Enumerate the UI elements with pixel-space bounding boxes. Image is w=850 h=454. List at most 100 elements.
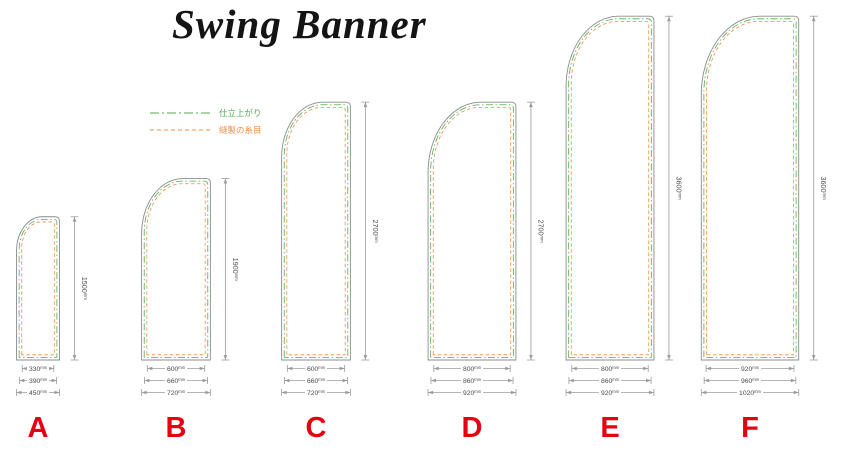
width-dimension-label-value: 390	[29, 378, 41, 385]
banner-outline	[700, 15, 800, 361]
dimension-label-bg	[599, 364, 621, 373]
arrow-right-icon	[205, 390, 211, 395]
width-dimension-label: 800mm	[601, 365, 620, 373]
arrow-right-icon	[54, 390, 60, 395]
arrow-right-icon	[48, 366, 54, 371]
width-dimension-label-unit: mm	[752, 377, 759, 382]
width-dimension-label-unit: mm	[474, 365, 481, 370]
stitch-line	[286, 106, 346, 356]
height-dimension-label: 1900mm	[231, 258, 240, 282]
height-dimension-label-value: 2700	[536, 219, 545, 235]
arrow-down-icon	[363, 355, 368, 360]
arrow-right-icon	[345, 390, 351, 395]
dimension-label-bg	[27, 388, 49, 397]
width-dimension-label: 920mm	[741, 365, 760, 373]
width-dimension-label-value: 330	[29, 366, 41, 373]
width-dimension-label-value: 860	[463, 378, 475, 385]
dimension-label-bg	[27, 364, 49, 373]
dimension-label-bg	[599, 388, 621, 397]
finished-size-line	[703, 18, 797, 358]
stitch-line	[570, 21, 650, 356]
arrow-left-icon	[704, 378, 710, 383]
arrow-down-icon	[811, 355, 816, 360]
height-dimension-label-value: 2700	[371, 219, 380, 235]
width-dimension-label-value: 720	[167, 390, 179, 397]
dimension-label-bg	[737, 388, 763, 397]
width-dimension-label: 600mm	[307, 365, 326, 373]
width-dimension-label: 960mm	[741, 377, 760, 385]
stitch-line	[21, 221, 55, 356]
width-dimension-label-unit: mm	[178, 365, 185, 370]
arrow-up-icon	[72, 216, 77, 222]
arrow-up-icon	[811, 16, 816, 22]
width-dimension-label: 860mm	[463, 377, 482, 385]
dimension-label-bg	[461, 376, 483, 385]
width-dimension-row-1: 330mm	[21, 364, 55, 373]
legend-row-2: 縫製の糸目	[150, 125, 262, 135]
arrow-up-icon	[667, 16, 671, 22]
arrow-left-icon	[701, 390, 707, 395]
finished-size-line	[568, 18, 652, 358]
height-dimension-label: 2700mm	[536, 219, 545, 243]
arrow-left-icon	[706, 366, 712, 371]
width-dimension-label-value: 920	[463, 390, 475, 397]
banner-outline	[427, 101, 517, 361]
arrow-left-icon	[22, 366, 28, 371]
arrow-right-icon	[51, 378, 57, 383]
width-dimension-label: 720mm	[167, 389, 186, 397]
dimension-label-bg	[305, 364, 327, 373]
finished-size-line	[430, 104, 514, 358]
height-dimension-label-value: 3600	[819, 177, 828, 193]
width-dimension-row-2: 660mm	[284, 376, 348, 385]
width-dimension-label-unit: mm	[40, 377, 47, 382]
arrow-up-icon	[363, 102, 368, 108]
width-dimension-row-3: 920mm	[565, 388, 655, 397]
dimension-label-bg	[305, 376, 327, 385]
width-dimension-label-unit: mm	[474, 389, 481, 394]
width-dimension-label: 660mm	[307, 377, 326, 385]
width-dimension-row-1: 600mm	[286, 364, 346, 373]
width-dimension-row-1: 920mm	[705, 364, 795, 373]
stitch-line	[706, 21, 794, 356]
legend-label: 縫製の糸目	[219, 125, 262, 135]
banner-outline	[281, 101, 351, 361]
width-dimension-row-3: 920mm	[427, 388, 517, 397]
width-dimension-label-unit: mm	[612, 389, 619, 394]
dimension-label-bg	[739, 364, 761, 373]
arrow-left-icon	[571, 366, 577, 371]
width-dimension-label: 660mm	[167, 377, 186, 385]
banner-label: D	[462, 412, 483, 444]
width-dimension-label: 390mm	[29, 377, 48, 385]
page-title: Swing Banner	[172, 1, 427, 47]
banner-label: B	[166, 412, 187, 444]
banner-label: C	[306, 412, 327, 444]
arrow-down-icon	[223, 355, 228, 360]
arrow-down-icon	[529, 355, 533, 360]
width-dimension-label-unit: mm	[318, 377, 325, 382]
width-dimension-row-2: 860mm	[430, 376, 514, 385]
width-dimension-label: 720mm	[307, 389, 326, 397]
width-dimension-label: 1020mm	[739, 389, 762, 397]
arrow-right-icon	[790, 378, 796, 383]
width-dimension-label: 920mm	[601, 389, 620, 397]
arrow-right-icon	[505, 366, 511, 371]
arrow-left-icon	[281, 390, 287, 395]
width-dimension-row-1: 800mm	[571, 364, 649, 373]
width-dimension-row-1: 800mm	[433, 364, 511, 373]
width-dimension-label-value: 800	[601, 366, 613, 373]
arrow-right-icon	[646, 378, 652, 383]
width-dimension-label-unit: mm	[752, 365, 759, 370]
banner-outline	[565, 15, 655, 361]
arrow-right-icon	[510, 390, 516, 395]
dimension-label-bg	[461, 388, 483, 397]
width-dimension-label-value: 450	[29, 390, 41, 397]
width-dimension-label: 450mm	[29, 389, 48, 397]
width-dimension-row-3: 720mm	[141, 388, 211, 397]
arrow-left-icon	[433, 366, 439, 371]
arrow-right-icon	[339, 366, 345, 371]
width-dimension-label: 860mm	[601, 377, 620, 385]
